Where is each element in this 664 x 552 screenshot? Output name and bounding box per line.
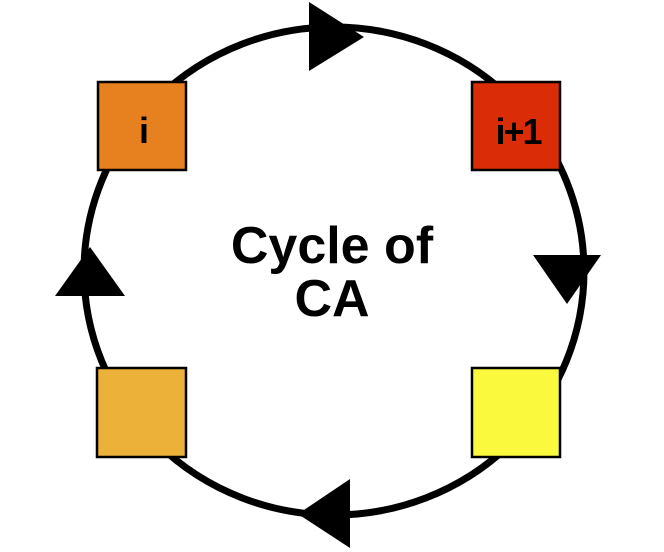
- node-bottom-left: [95, 366, 188, 459]
- node-bottom-right-square: [470, 366, 562, 459]
- node-top-left-label: i: [139, 110, 147, 151]
- node-top-right: i+1: [470, 80, 562, 172]
- node-bottom-right: [470, 366, 562, 459]
- arrow-right-icon: [309, 2, 364, 71]
- node-top-left: i: [96, 80, 188, 172]
- diagram-title-line1: Cycle of: [231, 217, 434, 275]
- node-top-right-label: i+1: [495, 111, 542, 152]
- node-bottom-left-square: [95, 366, 188, 459]
- arrow-up-icon: [55, 247, 125, 296]
- arrow-down-icon: [533, 255, 601, 304]
- node-top-left-square: [96, 80, 188, 172]
- arrow-left-icon: [298, 479, 350, 548]
- node-top-right-square: [470, 80, 562, 172]
- diagram-title-line2: CA: [294, 270, 369, 328]
